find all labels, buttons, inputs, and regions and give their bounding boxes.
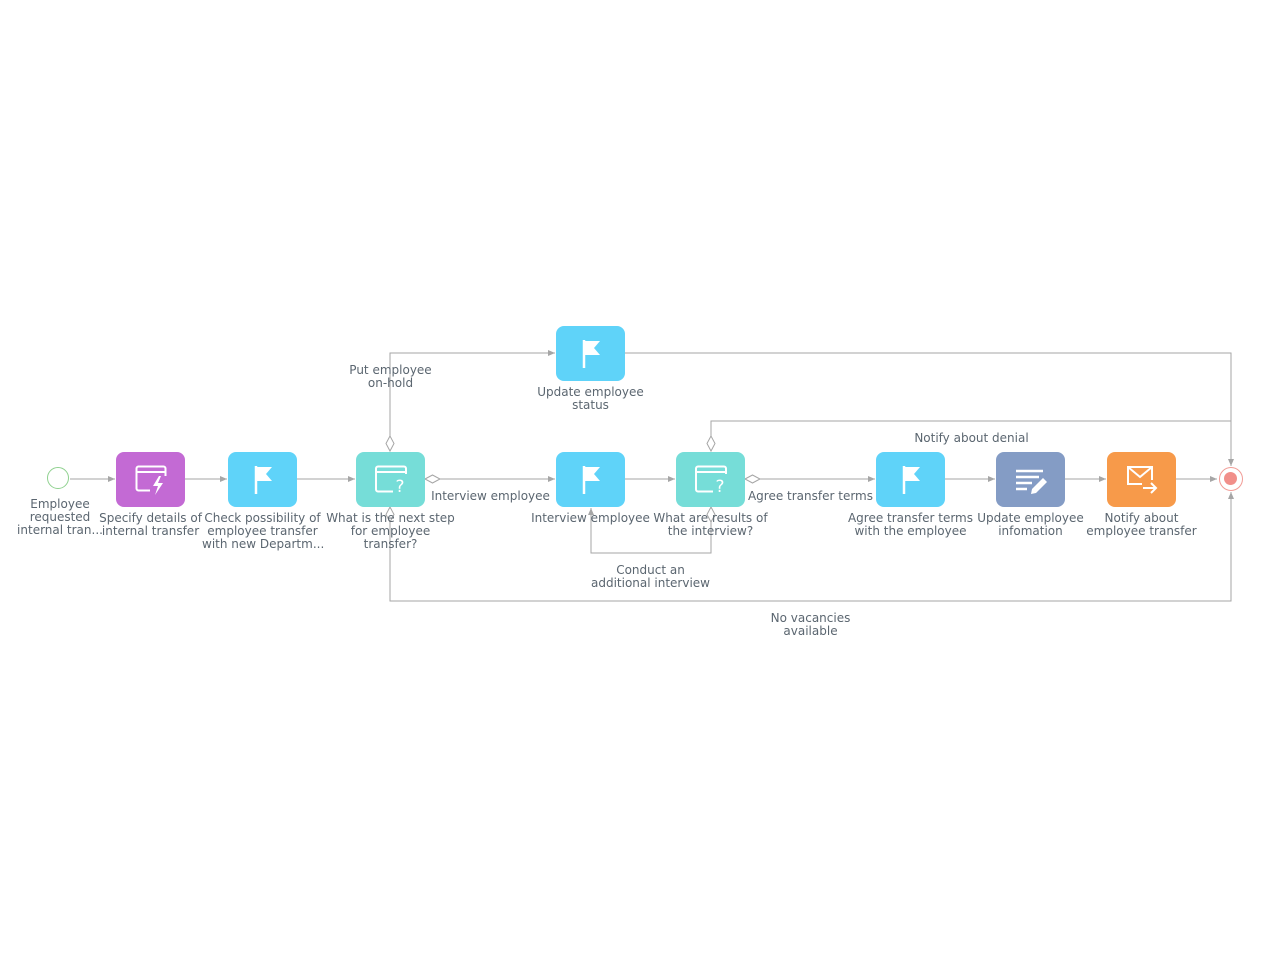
label-line: Put employee [349,363,432,377]
label-line: Agree transfer terms [747,489,874,503]
label-line: status [572,398,609,412]
label-line: No vacancies [770,611,851,625]
label-line: with new Departm... [202,537,325,551]
label-line: with the employee [854,524,967,538]
label-line: internal tran... [17,523,103,537]
flow-gateway-to-update-status[interactable] [389,350,555,436]
label-line: Notify about [1104,511,1179,525]
notify-transfer-task[interactable] [1107,452,1176,507]
check-possibility-task[interactable] [228,452,297,507]
next-step-gateway-label: What is the next step for employee trans… [320,512,461,551]
interview-results-gateway[interactable]: ? [676,452,745,507]
conditional-flow-diamond [423,474,442,484]
flag-icon [254,466,272,494]
label-line: What is the next step [326,511,455,525]
flow-gateway-to-end-no-vacancies[interactable] [389,492,1234,602]
label-line: available [783,624,838,638]
label-line: on-hold [367,376,414,390]
label-line: Update employee [977,511,1084,525]
flow-label-agree-terms: Agree transfer terms [745,490,876,503]
specify-details-task[interactable] [116,452,185,507]
update-information-label: Update employee infomation [970,512,1091,538]
window-question-icon: ? [695,465,727,497]
label-line: Employee [30,497,90,511]
end-event-dot [1224,472,1237,485]
flow-label-additional-interview: Conduct an additional interview [580,564,721,590]
svg-text:?: ? [395,477,404,497]
flow-results-to-interview-loop[interactable] [588,508,712,554]
start-event[interactable] [47,467,69,489]
conditional-flow-diamond [385,434,395,453]
svg-text:?: ? [715,477,724,497]
flag-icon [582,466,600,494]
label-line: Check possibility of [204,511,321,525]
label-line: internal transfer [101,524,200,538]
flag-icon [582,340,600,368]
interview-employee-label: Interview employee [525,512,656,525]
label-line: Interview employee [431,489,550,503]
update-status-task[interactable] [556,326,625,381]
agree-terms-task[interactable] [876,452,945,507]
label-line: transfer? [363,537,418,551]
label-line: Update employee [537,385,644,399]
check-possibility-label: Check possibility of employee transfer w… [202,511,325,551]
label-line: Conduct an [616,563,685,577]
flow-label-notify-denial: Notify about denial [906,432,1037,445]
agree-terms-label: Agree transfer terms with the employee [840,512,981,538]
label-line: What are results of [653,511,768,525]
label-line: Notify about denial [914,431,1029,445]
edit-list-icon [1016,469,1047,494]
conditional-flow-diamond [706,505,716,524]
label-line: Interview employee [531,511,650,525]
label-line: the interview? [667,524,754,538]
label-line: requested [29,510,91,524]
flag-icon [902,466,920,494]
flow-results-to-end-denial[interactable] [710,420,1231,436]
label-line: Agree transfer terms [847,511,974,525]
flow-label-put-on-hold: Put employee on-hold [330,364,451,390]
window-lightning-icon [135,465,168,496]
interview-results-label: What are results of the interview? [645,512,776,538]
label-line: for employee [350,524,431,538]
start-event-label: Employee requested internal tran... [0,498,120,537]
flow-label-interview: Interview employee [430,490,551,503]
conditional-flow-diamond [385,505,395,524]
update-information-task[interactable] [996,452,1065,507]
interview-employee-task[interactable] [556,452,625,507]
update-status-label: Update employee status [530,386,651,412]
window-question-icon: ? [375,465,407,497]
label-line: employee transfer [1086,524,1197,538]
label-line: infomation [998,524,1063,538]
specify-details-label: Specify details of internal transfer [90,512,211,538]
envelope-arrow-icon [1127,466,1158,496]
next-step-gateway[interactable]: ? [356,452,425,507]
label-line: additional interview [590,576,710,590]
end-event[interactable] [1219,467,1243,491]
flow-update-status-to-end[interactable] [625,352,1234,466]
conditional-flow-diamond [743,474,762,484]
label-line: Specify details of [99,511,202,525]
flow-label-no-vacancies: No vacancies available [750,612,871,638]
conditional-flow-diamond [706,434,716,453]
label-line: employee transfer [207,524,318,538]
notify-transfer-label: Notify about employee transfer [1081,512,1202,538]
